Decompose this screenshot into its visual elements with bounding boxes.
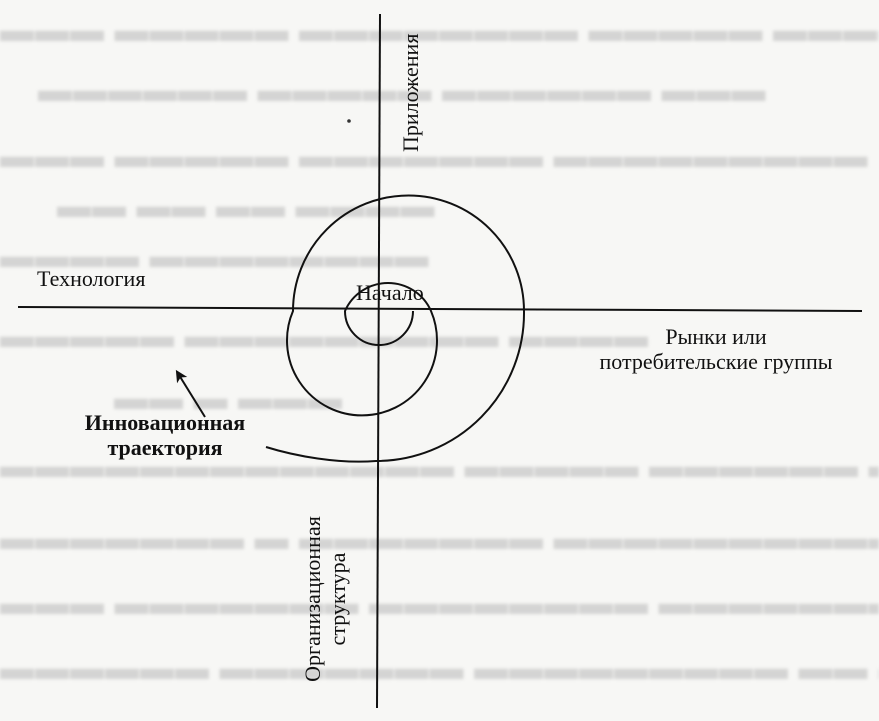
axis-label-markets-line2: потребительские группы bbox=[599, 349, 833, 375]
horizontal-axis bbox=[17, 306, 863, 312]
axis-label-applications: Приложения bbox=[398, 33, 423, 152]
trajectory-label-line1: Инновационная bbox=[84, 410, 246, 435]
axis-label-org-structure: Организационная структура bbox=[300, 494, 351, 704]
axis-label-technology: Технология bbox=[37, 266, 146, 291]
trajectory-label-line2: траектория bbox=[107, 435, 223, 461]
axis-label-org-structure-line2: структура bbox=[325, 552, 351, 646]
axis-label-markets: Рынки или потребительские группы bbox=[566, 324, 866, 375]
axis-label-markets-line1: Рынки или bbox=[665, 324, 767, 349]
innovation-spiral bbox=[265, 194, 526, 463]
axis-label-org-structure-line1: Организационная bbox=[300, 516, 325, 682]
trajectory-label: Инновационная траектория bbox=[50, 410, 280, 461]
stray-mark bbox=[347, 119, 351, 123]
vertical-axis bbox=[376, 13, 381, 709]
trajectory-arrow bbox=[175, 369, 206, 418]
center-label-start: Начало bbox=[356, 280, 424, 305]
